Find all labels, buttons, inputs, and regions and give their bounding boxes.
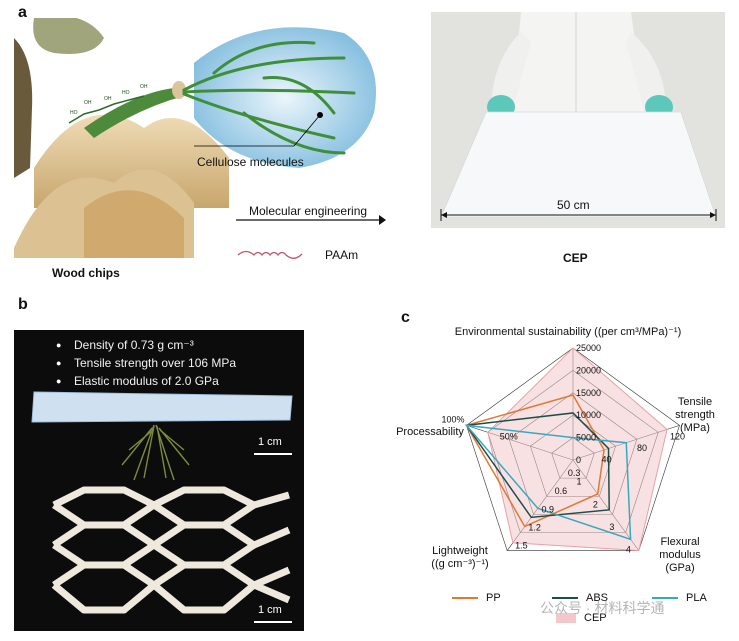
tick-label-axis0-5: 25000 xyxy=(576,343,601,353)
series-abs-line xyxy=(465,412,610,519)
legend-pp: PP xyxy=(452,592,501,604)
cep-photo xyxy=(431,12,725,228)
radar-grid-ring-5 xyxy=(466,347,680,551)
cep-strip xyxy=(31,391,293,423)
legend-cep-label: CEP xyxy=(584,612,607,624)
tick-label-axis0-0: 0 xyxy=(576,455,581,465)
axis-label-tensile-l3: (MPa) xyxy=(680,422,710,434)
tick-label-axis3-4: 1.5 xyxy=(515,541,528,551)
paam-coil xyxy=(237,250,303,259)
tick-label-axis1-2: 120 xyxy=(670,431,685,441)
axis-label-lightweight: Lightweight ((g cm⁻³)⁻¹) xyxy=(410,545,510,571)
pine-needles xyxy=(121,424,190,481)
panel-b-letter: b xyxy=(18,296,28,313)
tree-foliage xyxy=(33,18,104,54)
tick-label-axis3-2: 0.9 xyxy=(542,504,555,514)
svg-text:OH: OH xyxy=(104,96,112,102)
tick-label-axis2-1: 2 xyxy=(593,499,598,509)
axis-label-tensile-l2: strength xyxy=(675,409,715,421)
svg-text:HO: HO xyxy=(122,90,130,96)
panel-a-letter: a xyxy=(18,4,27,21)
dimension-label: 50 cm xyxy=(557,198,590,212)
panel-b-drawing xyxy=(31,391,293,623)
cellulose-leader-dot xyxy=(317,112,323,118)
legend-cep-swatch xyxy=(556,613,576,623)
tick-label-axis0-1: 5000 xyxy=(576,433,596,443)
svg-text:OH: OH xyxy=(140,84,148,90)
legend-cep: CEP xyxy=(556,612,607,624)
axis-label-lightweight-l2: ((g cm⁻³)⁻¹) xyxy=(431,558,489,570)
lab-coat xyxy=(511,12,646,122)
svg-text:OH: OH xyxy=(84,100,92,106)
tick-label-axis3-1: 0.6 xyxy=(555,486,568,496)
panel-b-photo: Density of 0.73 g cm⁻³ Tensile strength … xyxy=(14,330,304,631)
tick-label-axis3-0: 0.3 xyxy=(568,468,581,478)
property-list: Density of 0.73 g cm⁻³ Tensile strength … xyxy=(54,336,236,390)
legend-pla-label: PLA xyxy=(686,592,707,604)
property-modulus: Elastic modulus of 2.0 GPa xyxy=(54,372,236,390)
cellulose-leader-line xyxy=(293,114,321,147)
cellulose-network xyxy=(194,27,376,169)
legend-abs-swatch xyxy=(552,597,578,599)
cellulose-molecules-label: Cellulose molecules xyxy=(197,155,304,169)
wood-chips-label: Wood chips xyxy=(52,266,120,280)
fibril-end xyxy=(172,81,186,99)
tick-label-axis4-0: 50% xyxy=(500,432,518,442)
property-density: Density of 0.73 g cm⁻³ xyxy=(54,336,236,354)
svg-text:HO: HO xyxy=(70,110,78,116)
tick-label-axis3-3: 1.2 xyxy=(528,522,541,532)
axis-label-flexural: Flexural modulus (GPa) xyxy=(650,536,710,575)
legend-abs: ABS xyxy=(552,592,608,604)
series-cep-area xyxy=(487,347,668,552)
tick-label-axis2-0: 1 xyxy=(576,477,581,487)
tick-label-axis0-3: 15000 xyxy=(576,388,601,398)
scale-label-top: 1 cm xyxy=(258,436,282,448)
paam-label: PAAm xyxy=(325,248,359,262)
legend-abs-label: ABS xyxy=(586,592,609,604)
tick-label-axis0-2: 10000 xyxy=(576,410,601,420)
cep-product-label: CEP xyxy=(563,251,588,265)
axis-label-flexural-l2: modulus xyxy=(659,549,701,561)
molecular-engineering-label: Molecular engineering xyxy=(249,204,368,218)
scale-label-bottom: 1 cm xyxy=(258,604,282,616)
engineering-arrow-head xyxy=(379,215,386,225)
axis-label-tensile-l1: Tensile xyxy=(677,396,713,408)
watermark: 公众号 · 材料科学通 xyxy=(540,600,665,616)
axis-label-environmental: Environmental sustainability ((per cm³/M… xyxy=(454,326,682,338)
property-tensile: Tensile strength over 106 MPa xyxy=(54,354,236,372)
series-pla-line xyxy=(464,424,632,541)
axis-label-lightweight-l1: Lightweight xyxy=(432,545,488,557)
wood-chip-pile-mid xyxy=(84,190,184,258)
tree-trunk xyxy=(14,38,33,178)
axis-label-flexural-l3: (GPa) xyxy=(665,562,695,574)
molecular-chain: HO OH OH HO OH xyxy=(68,84,148,124)
cep-photo-drawing xyxy=(431,12,725,228)
legend-pp-swatch xyxy=(452,597,478,599)
legend-pla-swatch xyxy=(652,597,678,599)
radar-chart: 0500010000150002000025000408012012340.30… xyxy=(441,343,685,555)
wood-to-cellulose-illustration: HO OH OH HO OH xyxy=(14,18,386,259)
axis-label-processability: Processability xyxy=(396,426,464,438)
axis-label-tensile: Tensile strength (MPa) xyxy=(665,396,725,435)
tick-label-axis1-1: 80 xyxy=(637,443,647,453)
legend-pp-label: PP xyxy=(486,592,501,604)
legend-pla: PLA xyxy=(652,592,707,604)
fibril-bundle xyxy=(84,88,184,138)
panel-c-letter: c xyxy=(401,309,410,326)
tick-label-axis1-0: 40 xyxy=(601,454,611,464)
tick-label-axis2-3: 4 xyxy=(626,545,631,555)
tick-label-axis0-4: 20000 xyxy=(576,365,601,375)
tick-label-axis2-2: 3 xyxy=(609,522,614,532)
axis-label-flexural-l1: Flexural xyxy=(660,536,700,548)
honeycomb-structure xyxy=(51,486,291,614)
cellulose-fibers xyxy=(182,40,356,155)
tick-label-axis4-1: 100% xyxy=(441,414,464,424)
